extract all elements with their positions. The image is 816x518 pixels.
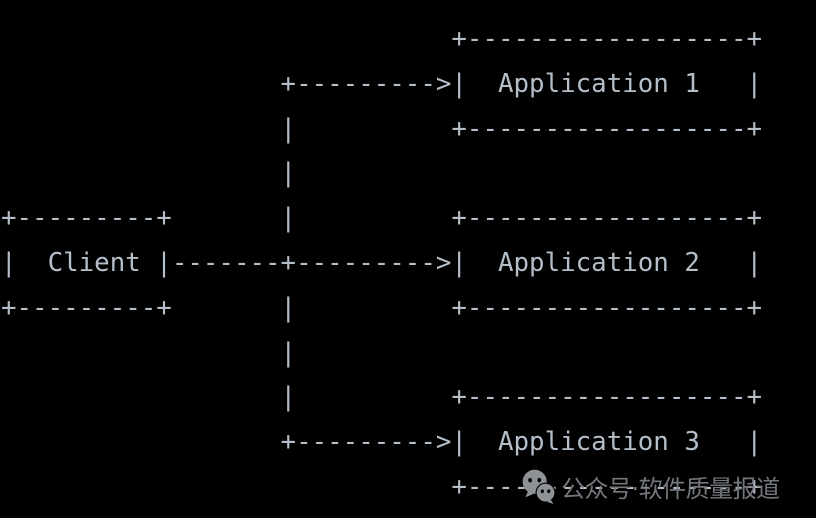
ascii-architecture-diagram: +------------------+ +--------->| Applic… <box>1 24 763 502</box>
